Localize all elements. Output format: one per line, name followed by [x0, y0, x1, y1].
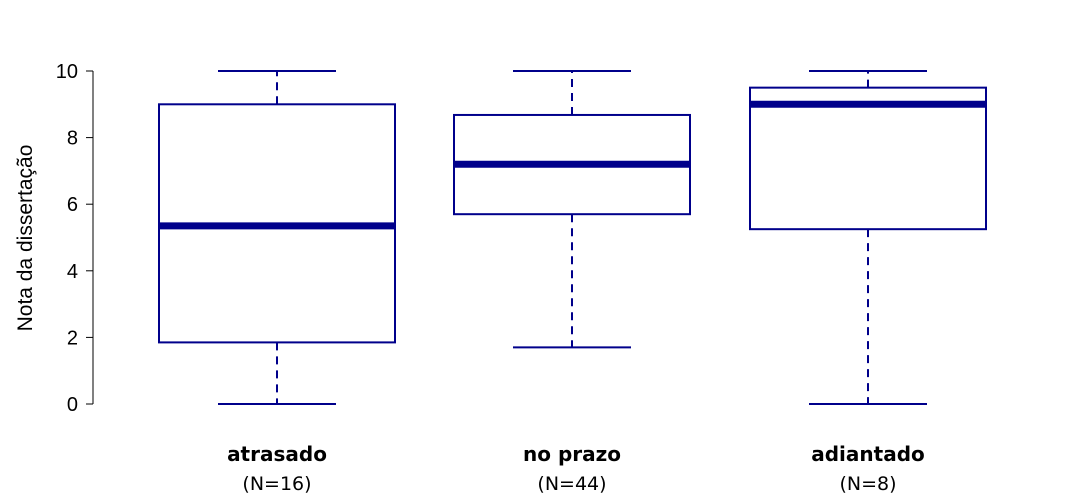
box-atrasado	[158, 70, 396, 405]
category-label: no prazo	[523, 442, 621, 466]
y-axis: 0 2 4 6 8 10	[56, 61, 94, 416]
x-axis-labels: atrasado (N=16) no prazo (N=44) adiantado (N=…	[227, 442, 925, 495]
boxes	[158, 70, 987, 405]
y-axis-title: Nota da dissertação	[14, 145, 37, 332]
category-label: adiantado	[811, 442, 925, 466]
category-label: atrasado	[227, 442, 327, 466]
y-tick-label: 6	[67, 194, 78, 216]
y-tick-label: 4	[67, 261, 78, 283]
y-tick-label: 10	[56, 61, 78, 83]
sample-size-label: (N=16)	[242, 473, 311, 495]
sample-size-label: (N=8)	[839, 473, 896, 495]
box-no-prazo	[453, 70, 691, 349]
iqr-box	[749, 86, 987, 231]
y-tick-label: 8	[67, 128, 78, 150]
sample-size-label: (N=44)	[537, 473, 606, 495]
box-adiantado	[749, 70, 987, 405]
y-tick-label: 2	[67, 327, 78, 349]
y-tick-label: 0	[67, 394, 78, 416]
